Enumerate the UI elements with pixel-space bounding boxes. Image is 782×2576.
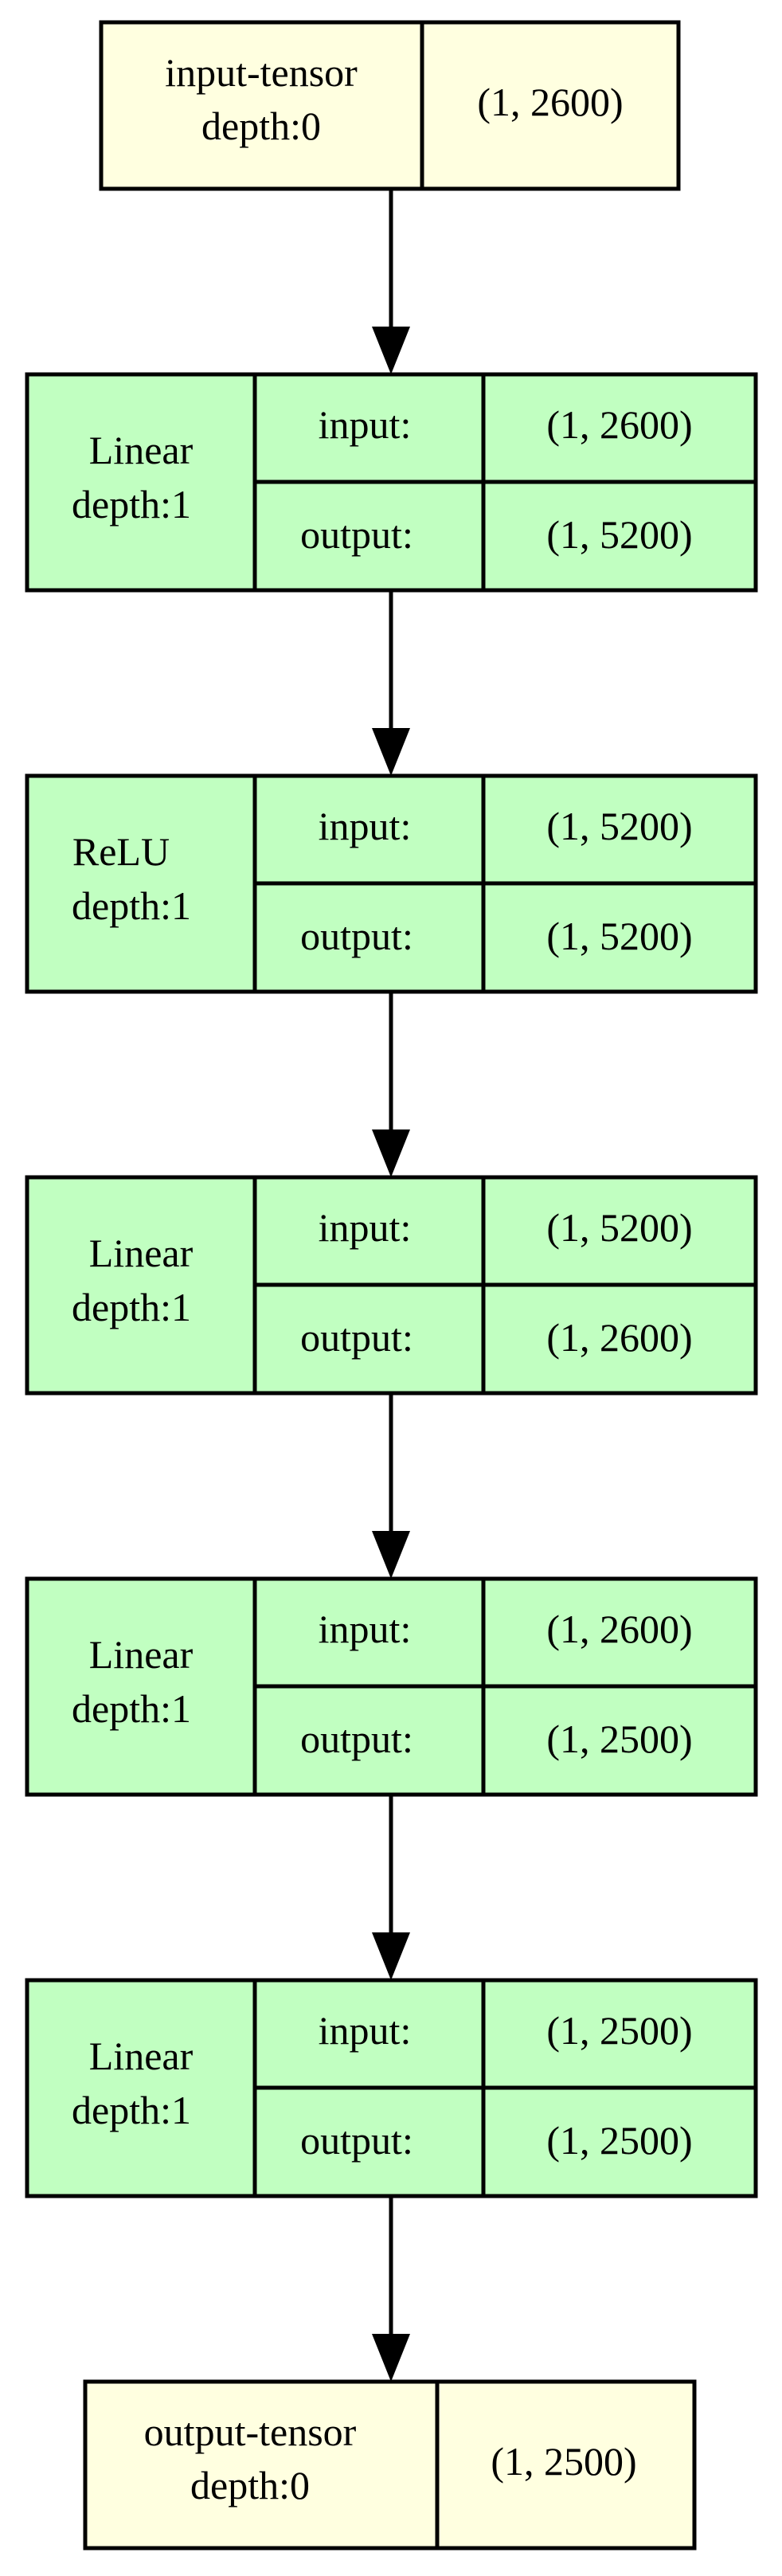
layer-input-shape: (1, 5200) (546, 1205, 692, 1250)
layer-output-shape: (1, 5200) (546, 512, 692, 557)
output-tensor-name: output-tensor (144, 2410, 357, 2454)
edges (372, 189, 410, 2382)
edge-layer-2-to-layer-3 (372, 992, 410, 1177)
layer-node: Linear depth:1 input: (1, 2600) output: … (25, 372, 758, 593)
edge-layer-1-to-layer-2 (372, 590, 410, 776)
layer-output-shape: (1, 2600) (546, 1315, 692, 1360)
edge-layer-5-to-output (372, 2196, 410, 2382)
input-tensor-shape: (1, 2600) (477, 80, 623, 124)
layer-name: Linear (89, 428, 194, 472)
output-tensor-depth: depth:0 (190, 2463, 310, 2507)
input-tensor-box (99, 20, 681, 191)
layer-name: Linear (89, 2034, 194, 2078)
layer-output-label: output: (300, 2118, 413, 2163)
layer-name: Linear (89, 1632, 194, 1677)
layer-input-label: input: (319, 1607, 412, 1651)
layer-input-label: input: (319, 2008, 412, 2053)
layer-input-shape: (1, 2600) (546, 402, 692, 447)
layer-node: Linear depth:1 input: (1, 5200) output: … (25, 1175, 758, 1396)
layer-output-label: output: (300, 1315, 413, 1360)
edge-input-to-layer-1 (372, 189, 410, 374)
edge-layer-3-to-layer-4 (372, 1393, 410, 1579)
layer-depth: depth:1 (72, 883, 191, 928)
output-tensor-shape: (1, 2500) (491, 2439, 636, 2484)
layer-output-shape: (1, 5200) (546, 914, 692, 958)
input-tensor-name: input-tensor (165, 50, 358, 95)
layer-depth: depth:1 (72, 482, 191, 527)
layer-depth: depth:1 (72, 1285, 191, 1329)
layer-depth: depth:1 (72, 2088, 191, 2132)
layer-name: Linear (89, 1231, 194, 1275)
layer-node: Linear depth:1 input: (1, 2500) output: … (25, 1978, 758, 2198)
layer-depth: depth:1 (72, 1686, 191, 1731)
output-tensor-box (83, 2379, 697, 2551)
layer-node: Linear depth:1 input: (1, 2600) output: … (25, 1576, 758, 1797)
input-tensor-node: input-tensor depth:0 (1, 2600) (99, 20, 681, 191)
layer-output-label: output: (300, 1717, 413, 1761)
layer-name: ReLU (72, 829, 170, 874)
output-tensor-node: output-tensor depth:0 (1, 2500) (83, 2379, 697, 2551)
layer-output-label: output: (300, 914, 413, 958)
layer-node: ReLU depth:1 input: (1, 5200) output: (1… (25, 773, 758, 994)
layer-input-shape: (1, 2600) (546, 1607, 692, 1651)
layer-input-label: input: (319, 804, 412, 848)
layer-input-label: input: (319, 402, 412, 447)
layer-output-shape: (1, 2500) (546, 1717, 692, 1761)
layer-input-shape: (1, 5200) (546, 804, 692, 848)
layer-output-shape: (1, 2500) (546, 2118, 692, 2163)
edge-layer-4-to-layer-5 (372, 1795, 410, 1980)
layer-output-label: output: (300, 512, 413, 557)
layer-input-shape: (1, 2500) (546, 2008, 692, 2053)
input-tensor-depth: depth:0 (201, 104, 321, 148)
layer-input-label: input: (319, 1205, 412, 1250)
